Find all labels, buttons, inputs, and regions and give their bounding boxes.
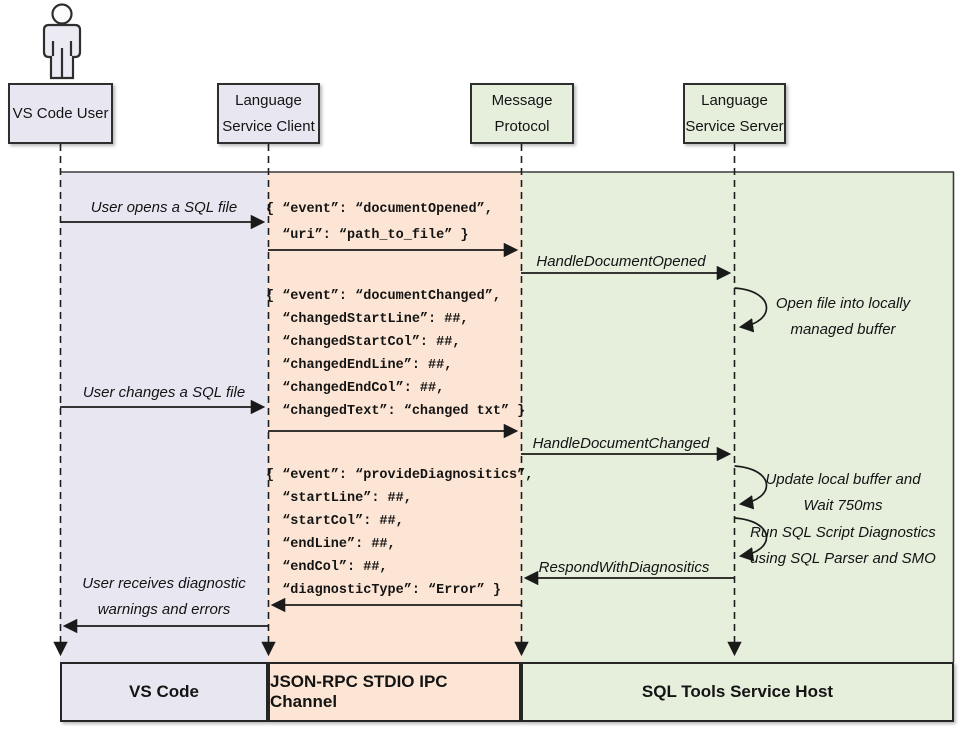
note-line: Open file into locally bbox=[775, 295, 911, 312]
payload-line: “endCol”: ##, bbox=[266, 560, 388, 575]
note-line: managed buffer bbox=[790, 321, 896, 338]
actor-box-vscode-user: VS Code User bbox=[8, 83, 113, 144]
actor-label: Service Server bbox=[685, 117, 784, 135]
lane-sqltools-background bbox=[521, 172, 954, 662]
label-line: User receives diagnostic bbox=[82, 575, 246, 592]
note-line: Update local buffer and bbox=[765, 471, 921, 488]
payload-line: “uri”: “path_to_file” } bbox=[266, 228, 469, 243]
message-label-user-changes-sql-file: User changes a SQL file bbox=[82, 384, 246, 401]
payload-line: “changedEndLine”: ##, bbox=[266, 358, 453, 373]
actor-person-icon bbox=[42, 3, 82, 80]
message-label-handle-document-changed: HandleDocumentChanged bbox=[532, 435, 710, 452]
message-label-user-receives-diagnostics: User receives diagnostic warnings and er… bbox=[60, 571, 268, 623]
note-line: Run SQL Script Diagnostics bbox=[750, 524, 936, 541]
label-line: warnings and errors bbox=[97, 601, 231, 618]
note-line: using SQL Parser and SMO bbox=[750, 550, 936, 567]
payload-line: { “event”: “documentChanged”, bbox=[266, 289, 501, 304]
actor-label: Message bbox=[491, 91, 553, 109]
actor-label: Language bbox=[701, 91, 768, 109]
note-update-buffer-wait: Update local buffer and Wait 750ms bbox=[733, 467, 953, 519]
payload-line: { “event”: “documentOpened”, bbox=[266, 202, 493, 217]
note-run-sql-diagnostics: Run SQL Script Diagnostics using SQL Par… bbox=[733, 520, 953, 572]
payload-line: “diagnosticType”: “Error” } bbox=[266, 583, 501, 598]
lane-jsonrpc-background bbox=[268, 172, 521, 662]
message-label-respond-with-diagnostics: RespondWithDiagnositics bbox=[538, 559, 710, 576]
system-box-sql-tools-service-host: SQL Tools Service Host bbox=[521, 662, 954, 722]
message-label-handle-document-opened: HandleDocumentOpened bbox=[536, 253, 706, 270]
system-box-jsonrpc-channel: JSON-RPC STDIO IPC Channel bbox=[268, 662, 521, 722]
actor-label: Protocol bbox=[494, 117, 550, 135]
system-box-vscode: VS Code bbox=[60, 662, 268, 722]
system-label: JSON-RPC STDIO IPC Channel bbox=[270, 672, 448, 711]
system-label: VS Code bbox=[129, 682, 199, 701]
note-open-file-into-buffer: Open file into locally managed buffer bbox=[733, 291, 953, 343]
payload-provide-diagnostics: { “event”: “provideDiagnositics”, “start… bbox=[266, 464, 533, 602]
payload-line: “changedText”: “changed txt” } bbox=[266, 404, 526, 419]
payload-line: “startCol”: ##, bbox=[266, 514, 404, 529]
system-label: SQL Tools Service Host bbox=[641, 682, 834, 701]
payload-document-opened: { “event”: “documentOpened”, “uri”: “pat… bbox=[266, 197, 493, 249]
payload-line: “changedStartCol”: ##, bbox=[266, 335, 461, 350]
payload-line: “changedEndCol”: ##, bbox=[266, 381, 445, 396]
actor-box-language-service-client: Language Service Client bbox=[217, 83, 320, 144]
actor-label: Service Client bbox=[222, 117, 315, 135]
lane-vscode-background bbox=[60, 172, 268, 662]
message-label-user-opens-sql-file: User opens a SQL file bbox=[90, 199, 238, 216]
actor-label: Language bbox=[235, 91, 302, 109]
payload-line: { “event”: “provideDiagnositics”, bbox=[266, 468, 534, 483]
actor-label: VS Code User bbox=[12, 104, 109, 122]
actor-box-message-protocol: Message Protocol bbox=[470, 83, 574, 144]
note-line: Wait 750ms bbox=[803, 497, 883, 514]
payload-line: “changedStartLine”: ##, bbox=[266, 312, 469, 327]
payload-line: “startLine”: ##, bbox=[266, 491, 412, 506]
payload-line: “endLine”: ##, bbox=[266, 537, 396, 552]
payload-document-changed: { “event”: “documentChanged”, “changedSt… bbox=[266, 285, 525, 423]
actor-box-language-service-server: Language Service Server bbox=[683, 83, 786, 144]
